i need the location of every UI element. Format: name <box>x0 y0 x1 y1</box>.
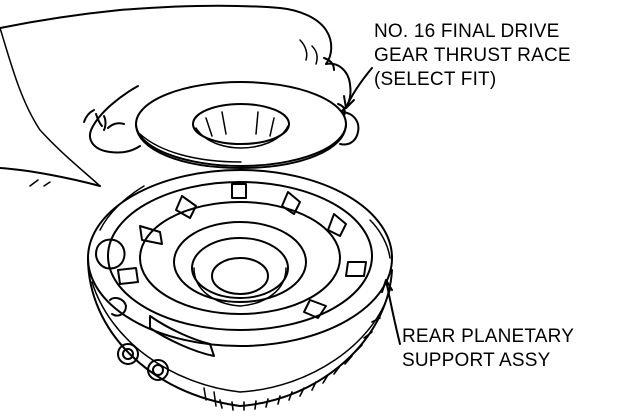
thrust-race-washer <box>136 82 346 168</box>
leader-thrust-race <box>344 68 372 108</box>
planetary-support-label-line1: REAR PLANETARY <box>402 326 575 347</box>
thrust-race-label-line1: NO. 16 FINAL DRIVE <box>374 21 560 42</box>
thrust-race-label-line2: GEAR THRUST RACE <box>374 45 571 66</box>
planetary-support-label-line2: SUPPORT ASSY <box>402 350 551 371</box>
leader-planetary-support <box>382 280 400 344</box>
hand-illustration <box>0 6 358 186</box>
thrust-race-label-line3: (SELECT FIT) <box>374 69 497 90</box>
planetary-support-callout: REAR PLANETARY SUPPORT ASSY <box>402 325 574 373</box>
thrust-race-callout: NO. 16 FINAL DRIVE GEAR THRUST RACE (SEL… <box>374 20 571 92</box>
rear-planetary-support <box>88 170 392 410</box>
